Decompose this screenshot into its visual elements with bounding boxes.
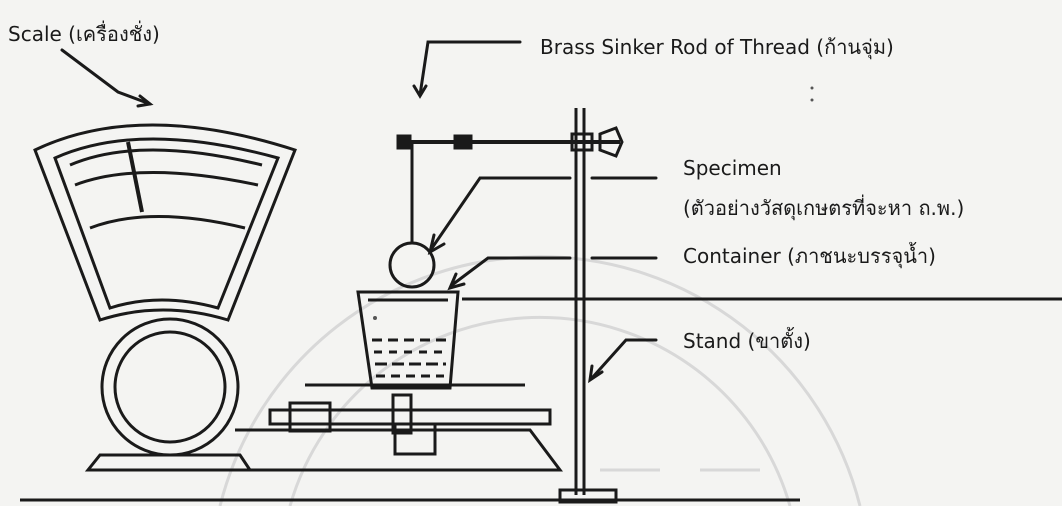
arrowhead-scale bbox=[136, 94, 154, 108]
brass-sinker-rod bbox=[396, 126, 624, 158]
stand-label: Stand (ขาตั้ง) bbox=[683, 329, 811, 353]
container-beaker bbox=[356, 290, 460, 390]
stand-device bbox=[558, 108, 618, 504]
scale-device bbox=[33, 123, 563, 472]
leader-lines bbox=[60, 40, 658, 384]
specimen-thai-label: (ตัวอย่างวัสดุเกษตรที่จะหา ถ.พ.) bbox=[683, 196, 965, 220]
specimen-label: Specimen bbox=[683, 156, 782, 180]
arrowhead-rod bbox=[412, 84, 428, 99]
balance-beam bbox=[268, 383, 552, 456]
container-label: Container (ภาชนะบรรจุน้ำ) bbox=[683, 244, 936, 268]
scale-label: Scale (เครื่องชั่ง) bbox=[8, 22, 160, 46]
rod-label: Brass Sinker Rod of Thread (ก้านจุ่ม) bbox=[540, 35, 894, 59]
paper-specks bbox=[373, 86, 814, 320]
specimen-ball bbox=[388, 142, 436, 289]
